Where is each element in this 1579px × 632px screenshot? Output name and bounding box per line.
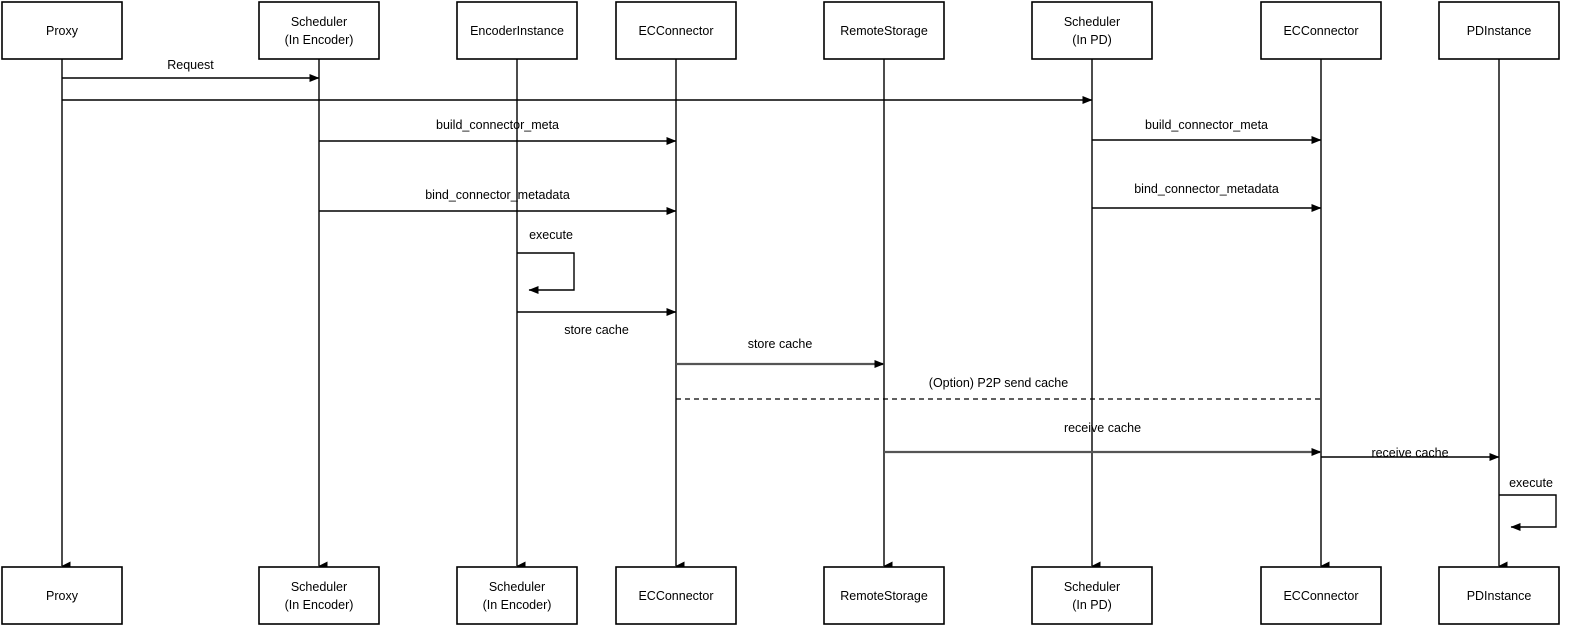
participant-bottom-label-proxy: Proxy (46, 589, 79, 603)
participant-bottom-box-sched_enc[interactable] (258, 566, 380, 625)
participant-bottom-sublabel-sched_enc: (In Encoder) (285, 598, 354, 612)
participant-top-box-enc_inst[interactable] (456, 1, 578, 60)
participant-bottom-label-remotestore: RemoteStorage (840, 589, 928, 603)
participant-bottom-box-pdinstance[interactable] (1438, 566, 1560, 625)
participant-bottom-box-ecconn_pd[interactable] (1260, 566, 1382, 625)
participant-bottom-box-proxy[interactable] (1, 566, 123, 625)
message-label-m9: (Option) P2P send cache (929, 376, 1068, 390)
self-calls-layer: execute execute (517, 228, 1557, 531)
participant-top-label-sched_pd: Scheduler (1064, 15, 1120, 29)
participant-top-box-ecconn_pd[interactable] (1260, 1, 1382, 60)
participant-top-label-remotestore: RemoteStorage (840, 24, 928, 38)
participant-bottom-sublabel-sched_pd: (In PD) (1072, 598, 1112, 612)
self-call-s1[interactable] (517, 252, 575, 294)
participant-top-label-ecconn_pd: ECConnector (1283, 24, 1358, 38)
message-label-m6: bind_connector_metadata (1134, 182, 1279, 196)
messages-layer: Request build_connector_meta build_connect… (62, 58, 1500, 461)
message-label-m5: bind_connector_metadata (425, 188, 570, 202)
participant-top-box-sched_enc[interactable] (258, 1, 380, 60)
participant-top-sublabel-sched_enc: (In Encoder) (285, 33, 354, 47)
message-label-m3: build_connector_meta (436, 118, 559, 132)
message-label-m7: store cache (564, 323, 629, 337)
participant-bottom-box-sched_pd[interactable] (1031, 566, 1153, 625)
participant-bottom-label-ecconn_enc: ECConnector (638, 589, 713, 603)
participant-bottom-label-enc_inst: Scheduler (489, 580, 545, 594)
participant-bottom-label-ecconn_pd: ECConnector (1283, 589, 1358, 603)
message-label-m4: build_connector_meta (1145, 118, 1268, 132)
participant-top-sublabel-sched_pd: (In PD) (1072, 33, 1112, 47)
participant-bottom-box-ecconn_enc[interactable] (615, 566, 737, 625)
participant-top-label-proxy: Proxy (46, 24, 79, 38)
message-label-m1: Request (167, 58, 214, 72)
participant-bottom-sublabel-enc_inst: (In Encoder) (483, 598, 552, 612)
self-call-s2[interactable] (1499, 494, 1557, 531)
participant-bottom-label-sched_pd: Scheduler (1064, 580, 1120, 594)
bottom-participant-boxes: Proxy Scheduler (In Encoder) Scheduler (In E… (1, 566, 1560, 625)
self-call-label-s2: execute (1509, 476, 1553, 490)
participant-top-box-sched_pd[interactable] (1031, 1, 1153, 60)
self-call-label-s1: execute (529, 228, 573, 242)
lifelines-layer (61, 59, 1508, 571)
participant-top-box-ecconn_enc[interactable] (615, 1, 737, 60)
participant-top-box-pdinstance[interactable] (1438, 1, 1560, 60)
participant-top-label-pdinstance: PDInstance (1467, 24, 1532, 38)
participant-bottom-box-remotestore[interactable] (823, 566, 945, 625)
participant-bottom-box-enc_inst[interactable] (456, 566, 578, 625)
participant-bottom-label-pdinstance: PDInstance (1467, 589, 1532, 603)
participant-top-box-proxy[interactable] (1, 1, 123, 60)
message-label-m8: store cache (748, 337, 813, 351)
top-participant-boxes: Proxy Scheduler (In Encoder) EncoderInstanc… (1, 1, 1560, 60)
message-label-m11: receive cache (1371, 446, 1448, 460)
participant-top-label-ecconn_enc: ECConnector (638, 24, 713, 38)
participant-top-label-sched_enc: Scheduler (291, 15, 347, 29)
participant-top-label-enc_inst: EncoderInstance (470, 24, 564, 38)
participant-bottom-label-sched_enc: Scheduler (291, 580, 347, 594)
message-label-m10: receive cache (1064, 421, 1141, 435)
participant-top-box-remotestore[interactable] (823, 1, 945, 60)
